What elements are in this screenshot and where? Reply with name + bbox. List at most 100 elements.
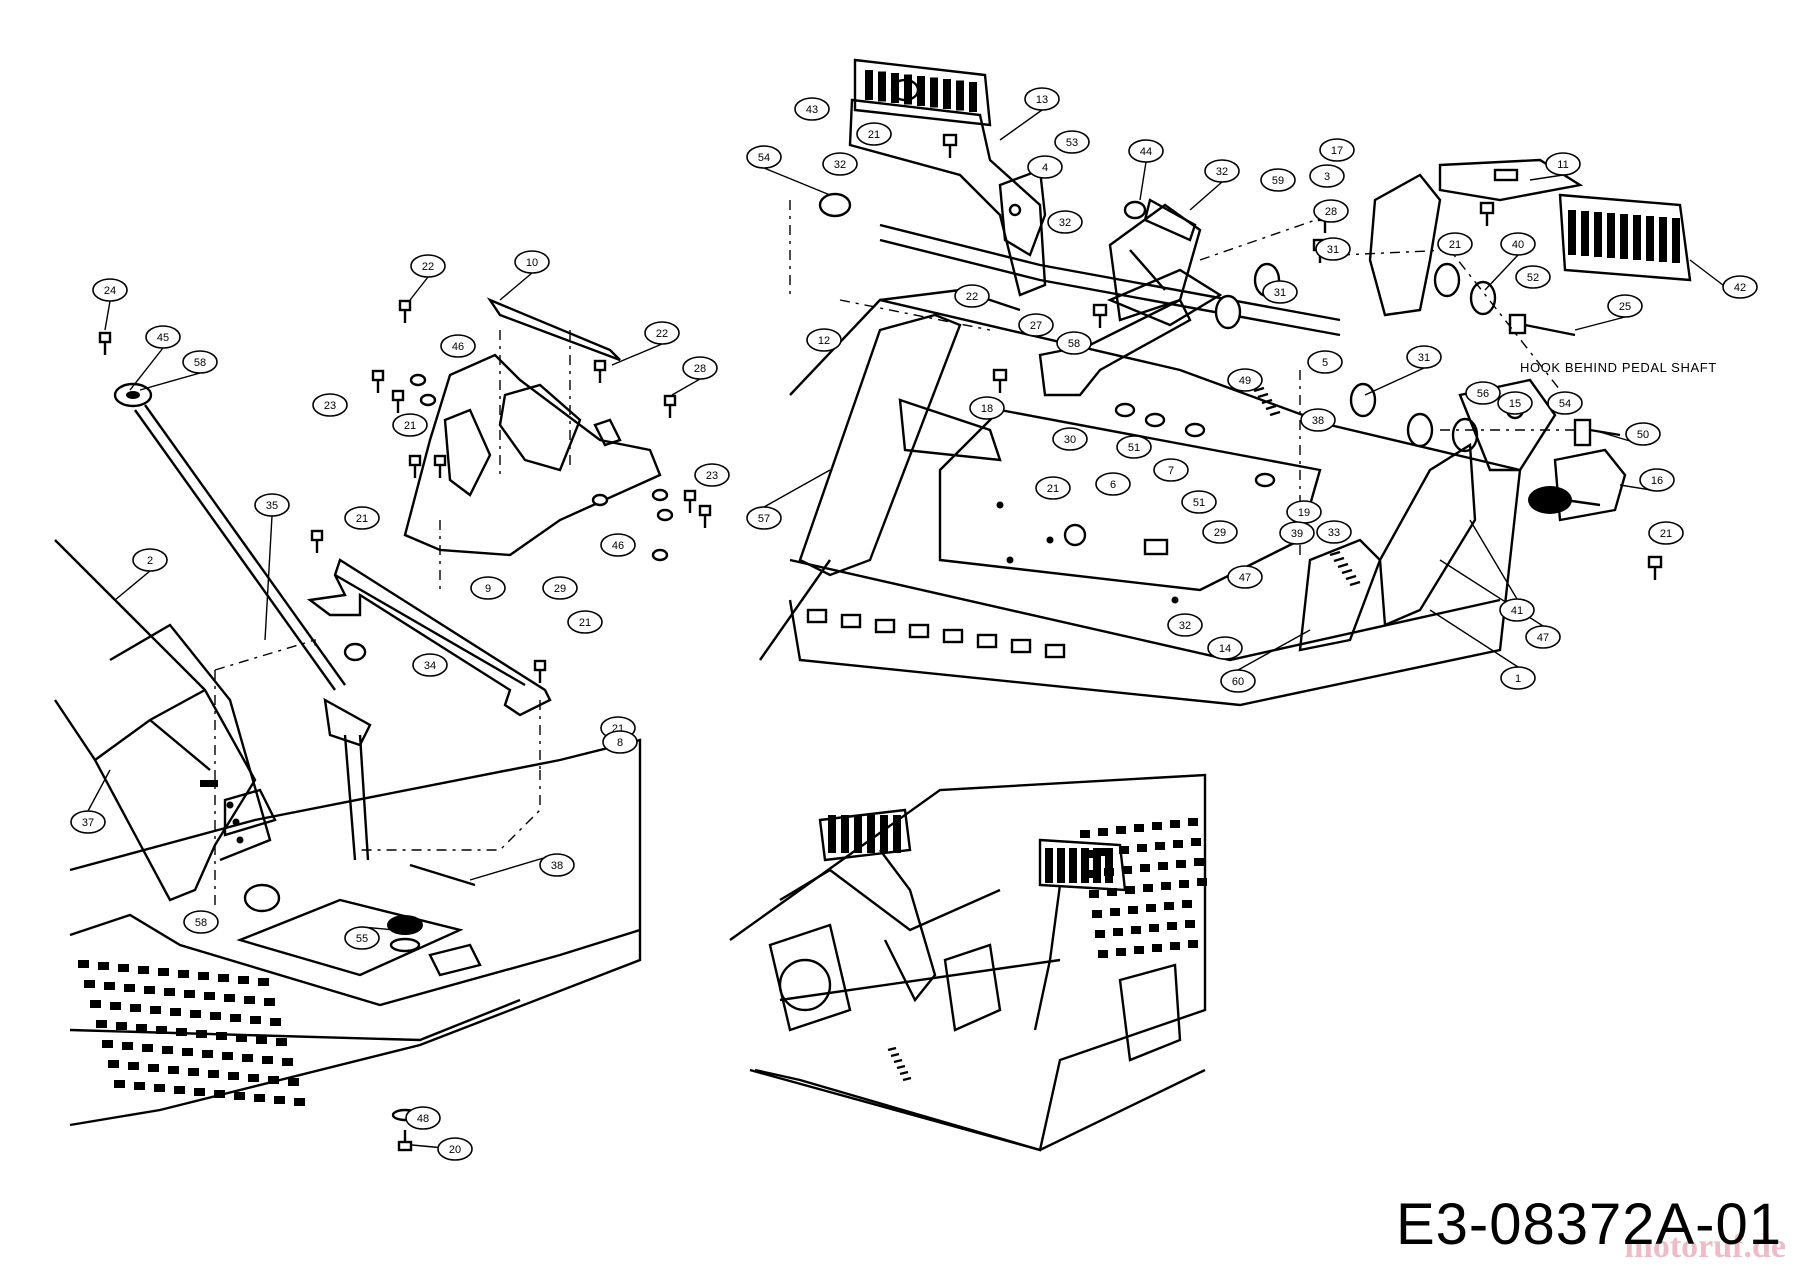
callout-right-57: 57 [746, 506, 782, 530]
cradle-hole [236, 836, 244, 844]
callout-right-56-label: 56 [1477, 388, 1489, 400]
callout-right-22: 22 [954, 284, 990, 308]
callout-right-41-bubble [1499, 598, 1535, 622]
callout-left-21-label: 21 [356, 513, 368, 525]
callout-left-28-label: 28 [694, 363, 706, 375]
callout-right-52-bubble [1515, 265, 1551, 289]
callout-right-21: 21 [1648, 521, 1684, 545]
callout-leader [1237, 629, 1311, 671]
chassis-deck-left [69, 738, 642, 1127]
pedal-43-tread [865, 70, 873, 100]
inset-spring-coil [902, 1076, 912, 1082]
callout-right-41-label: 41 [1511, 605, 1523, 617]
screw-21c [408, 454, 422, 467]
inset-floor-hole [1197, 878, 1207, 886]
floor-hole-left [258, 978, 269, 986]
frame-hole-right [908, 623, 930, 639]
pedal-43-tread [917, 76, 925, 106]
floor-hole-left [210, 1012, 221, 1020]
floor-hole-left [118, 964, 129, 972]
callout-right-42: 42 [1722, 275, 1758, 299]
screw-21d [433, 454, 447, 467]
callout-left-55: 55 [344, 926, 380, 950]
dash-left-3 [360, 770, 541, 851]
callout-right-30-label: 30 [1064, 434, 1076, 446]
floor-hole-left [84, 980, 95, 988]
inset-pedal-right-tread [1081, 848, 1089, 883]
callout-leader [1574, 316, 1626, 331]
floor-hole-left [124, 984, 135, 992]
deck-bracket-left [223, 788, 277, 837]
washer-46 [409, 373, 427, 387]
spring-39-coil [1349, 580, 1361, 587]
callout-leader [1189, 181, 1223, 211]
callout-left-48: 48 [405, 1106, 441, 1130]
plate-hole [1063, 523, 1087, 547]
washer-46 [651, 488, 669, 502]
callout-left-35-bubble [254, 493, 290, 517]
diagram-fills [78, 70, 1680, 1106]
linkage-rod-57 [759, 559, 831, 661]
callout-left-22-bubble [644, 321, 680, 345]
callout-left-37-label: 37 [82, 817, 94, 829]
floor-hole-left [288, 1078, 299, 1086]
callout-leader [611, 343, 663, 366]
callout-leader [139, 372, 201, 391]
inset-floor-hole [1134, 824, 1144, 832]
spring-38-coil [1253, 386, 1265, 393]
nut-58-hole [126, 391, 140, 399]
floor-hole-left [198, 972, 209, 980]
bolt-20-head [397, 1140, 413, 1152]
callout-right-54-label: 54 [1559, 398, 1571, 410]
callout-right-15-label: 15 [1509, 398, 1521, 410]
callout-left-46: 46 [440, 334, 476, 358]
callout-right-21-bubble [856, 122, 892, 146]
callout-left-46-bubble [600, 533, 636, 557]
inset-floor-hole [1134, 946, 1144, 954]
callout-right-12-label: 12 [818, 335, 830, 347]
callout-left-10-bubble [514, 250, 550, 274]
callout-left-23-label: 23 [706, 470, 718, 482]
inset-floor-hole [1176, 860, 1186, 868]
callout-right-31-bubble [1406, 345, 1442, 369]
washer-51 [1114, 402, 1136, 418]
floor-hole-left [264, 998, 275, 1006]
lower-shaft [343, 734, 357, 861]
spring-39-coil [1333, 556, 1345, 563]
callout-right-31-label: 31 [1418, 352, 1430, 364]
callout-right-13-bubble [1024, 87, 1060, 111]
callout-left-21: 21 [392, 413, 428, 437]
inset-frame [729, 773, 1207, 1152]
callout-right-41: 41 [1499, 598, 1535, 622]
callout-left-29: 29 [542, 576, 578, 600]
callout-right-17-bubble [1319, 138, 1355, 162]
callout-right-14: 14 [1207, 636, 1243, 660]
callout-right-54: 54 [1547, 391, 1583, 415]
callout-left-21: 21 [567, 610, 603, 634]
inset-pedal-left-tread [880, 815, 888, 853]
inset-pivot-right [1118, 963, 1182, 1062]
callout-left-21-bubble [392, 413, 428, 437]
inset-floor-hole [1164, 902, 1174, 910]
floor-hole-left [144, 986, 155, 994]
floor-hole-left [244, 996, 255, 1004]
screw-28 [663, 394, 677, 407]
callout-right-47-bubble [1525, 625, 1561, 649]
linkage-rod-12 [798, 313, 962, 577]
inset-floor-hole [1092, 910, 1102, 918]
tube-collar-line-2 [149, 719, 211, 771]
callout-right-52-label: 52 [1527, 272, 1539, 284]
callout-left-23: 23 [694, 463, 730, 487]
callout-leader [1529, 174, 1564, 181]
floor-hole-left [122, 1042, 133, 1050]
floor-hole-left [104, 982, 115, 990]
callout-left-22: 22 [410, 254, 446, 278]
callout-right-6-label: 6 [1110, 479, 1116, 491]
callout-right-51-label: 51 [1193, 497, 1205, 509]
callout-right-60-bubble [1220, 669, 1256, 693]
callout-right-49-bubble [1227, 368, 1263, 392]
callout-right-39: 39 [1279, 521, 1315, 545]
link-44 [1143, 198, 1197, 242]
callout-right-3: 3 [1309, 164, 1345, 188]
callout-right-49-label: 49 [1239, 375, 1251, 387]
